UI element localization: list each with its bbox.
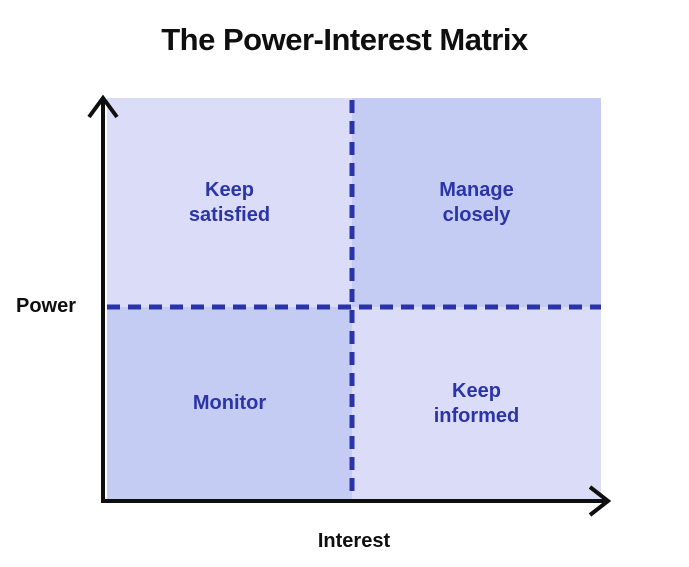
matrix-grid: Keep satisfied Manage closely Monitor Ke…	[107, 98, 601, 500]
quadrant-label-monitor: Monitor	[192, 392, 267, 414]
y-axis-label: Power	[15, 295, 77, 317]
quadrant-keep-informed: Keep informed	[352, 307, 601, 500]
quadrant-manage-closely: Manage closely	[352, 98, 601, 307]
quadrant-monitor: Monitor	[107, 307, 352, 500]
quadrant-label-keep-satisfied: Keep satisfied	[188, 178, 271, 226]
quadrant-keep-satisfied: Keep satisfied	[107, 98, 352, 307]
quadrant-label-manage-closely: Manage closely	[439, 178, 514, 226]
x-axis-label: Interest	[317, 530, 391, 552]
page-title: The Power-Interest Matrix	[161, 22, 528, 57]
quadrant-label-keep-informed: Keep informed	[433, 379, 520, 427]
